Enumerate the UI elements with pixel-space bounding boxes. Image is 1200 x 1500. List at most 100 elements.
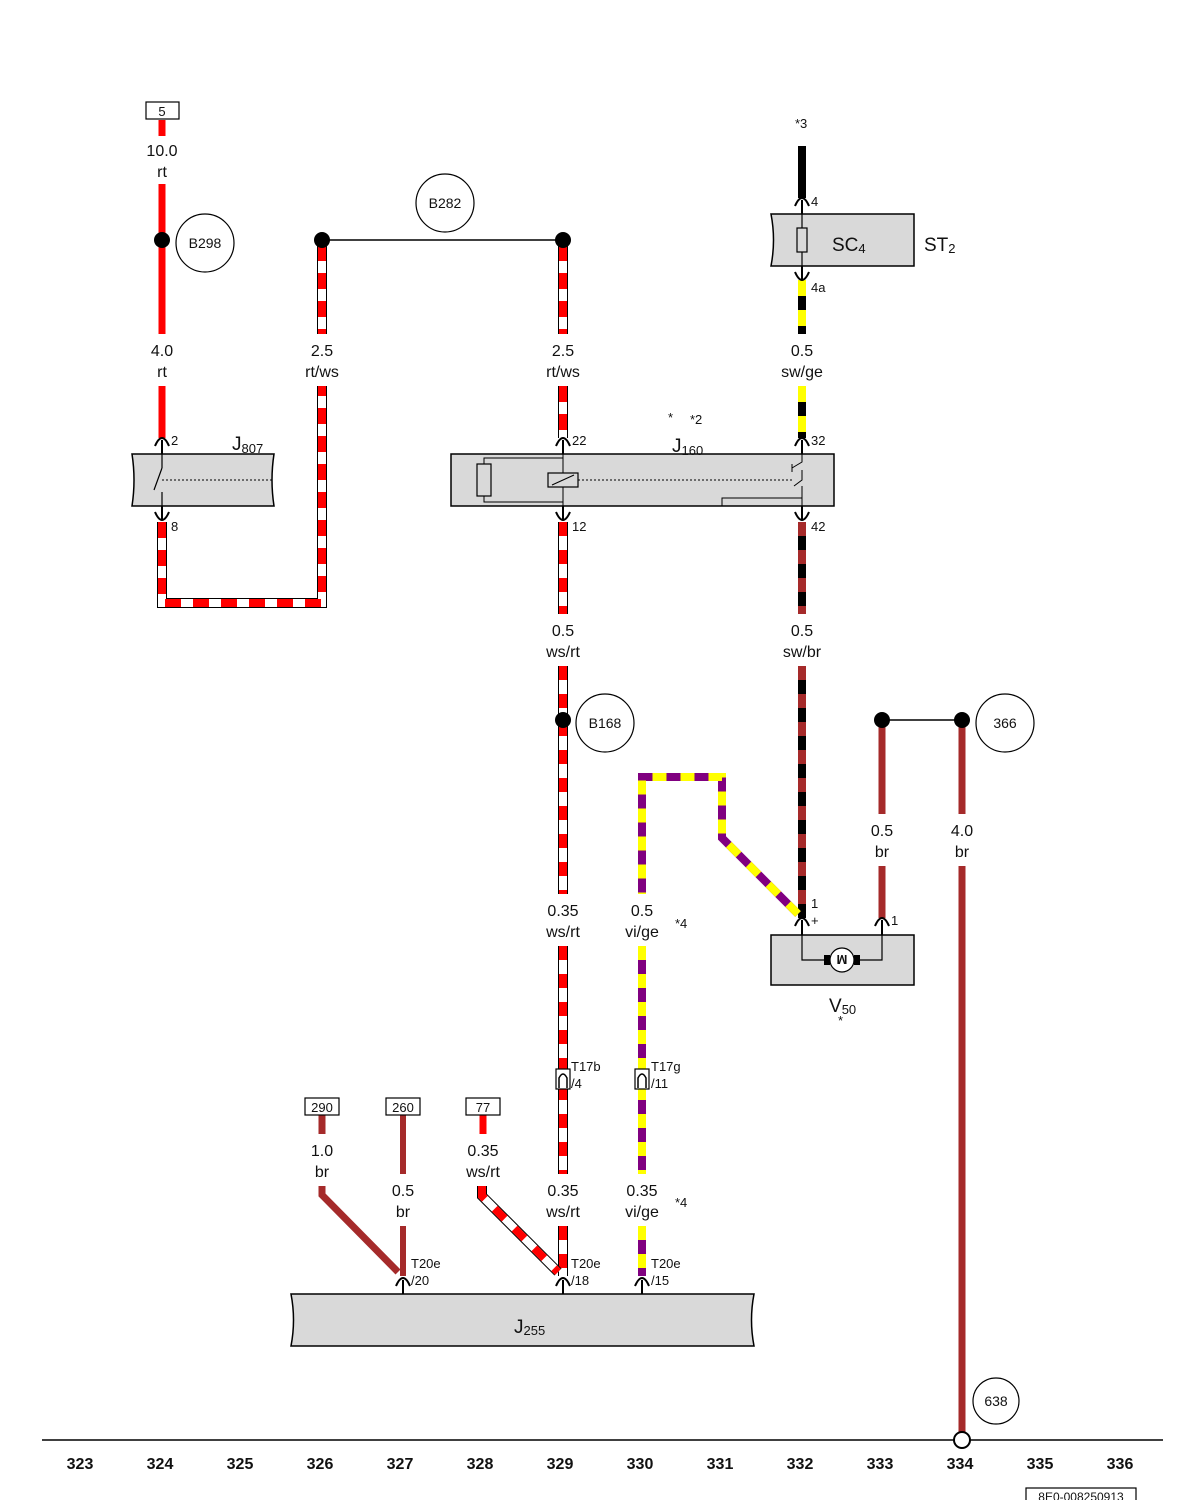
ref-box-77[interactable]: 77 (465, 1097, 501, 1116)
svg-text:32: 32 (811, 433, 825, 448)
column-number: 330 (627, 1456, 654, 1473)
svg-text:4.0: 4.0 (151, 343, 173, 360)
svg-text:1: 1 (891, 913, 898, 928)
control-unit-j255[interactable]: J255 (290, 1293, 755, 1347)
svg-text:T20e: T20e (651, 1256, 681, 1271)
svg-text:77: 77 (476, 1100, 490, 1115)
j255-label: J255 (514, 1317, 545, 1338)
svg-text:/4: /4 (571, 1076, 582, 1091)
svg-text:/11: /11 (651, 1076, 668, 1091)
wire-vi-ge-v50-to-j255[interactable] (638, 773, 801, 1276)
svg-text:0.35: 0.35 (547, 1183, 578, 1200)
circle-b298[interactable]: B298 (175, 213, 235, 273)
svg-text:0.35: 0.35 (467, 1143, 498, 1160)
column-number: 335 (1027, 1456, 1054, 1473)
svg-text:/18: /18 (571, 1273, 589, 1288)
svg-text:ws/rt: ws/rt (545, 924, 580, 941)
svg-text:ws/rt: ws/rt (545, 1204, 580, 1221)
ground-connection-point[interactable] (953, 1431, 971, 1449)
circle-b168[interactable]: B168 (575, 693, 635, 753)
svg-text:ws/rt: ws/rt (465, 1164, 500, 1181)
svg-text:2.5: 2.5 (552, 343, 574, 360)
column-number: 329 (547, 1456, 574, 1473)
column-number: 327 (387, 1456, 414, 1473)
svg-text:0.5: 0.5 (871, 823, 893, 840)
svg-text:br: br (396, 1204, 411, 1221)
svg-text:vi/ge: vi/ge (625, 924, 659, 941)
column-number: 328 (467, 1456, 494, 1473)
svg-text:4: 4 (811, 194, 818, 209)
column-number: 331 (707, 1456, 734, 1473)
junction-dots (154, 232, 970, 728)
svg-text:/15: /15 (651, 1273, 669, 1288)
fuse-sc4 (796, 227, 808, 253)
ref-box-260[interactable]: 260 (385, 1097, 421, 1116)
pin-labels: 2 8 22 32 12 42 4 4a 1 + 1 T17b /4 T17g … (171, 194, 898, 1288)
ref-box-5[interactable]: 5 (145, 101, 180, 120)
circle-b282[interactable]: B282 (415, 173, 475, 233)
wire-rt-ws-j807-loop[interactable] (157, 245, 327, 608)
svg-text:B168: B168 (589, 715, 622, 731)
svg-text:sw/br: sw/br (783, 644, 822, 661)
svg-text:10.0: 10.0 (146, 143, 177, 160)
fuse-holder-st2[interactable]: SC4 ST2 (770, 206, 956, 274)
svg-text:5: 5 (158, 104, 165, 119)
svg-text:*2: *2 (690, 412, 702, 427)
svg-text:+: + (811, 913, 819, 928)
wire-ws-rt-77-to-j255[interactable] (477, 1115, 562, 1276)
svg-text:*4: *4 (675, 1195, 687, 1210)
ref-box-290[interactable]: 290 (304, 1097, 340, 1116)
svg-text:*4: *4 (675, 916, 687, 931)
svg-text:vi/ge: vi/ge (625, 1204, 659, 1221)
svg-text:0.35: 0.35 (547, 903, 578, 920)
sc4-label: SC4 (832, 235, 866, 256)
circle-366[interactable]: 366 (975, 693, 1035, 753)
svg-text:rt: rt (157, 364, 167, 381)
connector-symbols (154, 197, 890, 1294)
svg-text:366: 366 (993, 715, 1017, 731)
svg-text:sw/ge: sw/ge (781, 364, 823, 381)
svg-text:12: 12 (572, 519, 586, 534)
column-number: 336 (1107, 1456, 1134, 1473)
st2-label: ST2 (924, 235, 956, 256)
svg-text:/20: /20 (411, 1273, 429, 1288)
footnote-markers: *3 * *2 *4 *4 (668, 116, 807, 1210)
svg-text:*: * (668, 410, 673, 425)
svg-text:0.5: 0.5 (791, 343, 813, 360)
connector-t17b[interactable] (555, 1068, 571, 1090)
wire-labels: 10.0 rt 4.0 rt 2.5 rt/ws 2.5 rt/ws 0.5 s… (146, 143, 973, 1221)
wire-br-290-to-j255[interactable] (318, 1115, 401, 1275)
svg-text:B282: B282 (429, 195, 462, 211)
svg-text:4a: 4a (811, 280, 826, 295)
motor-v50[interactable]: M V50 * (770, 924, 915, 1028)
relay-j160[interactable]: J160 (450, 436, 835, 516)
circle-638[interactable]: 638 (972, 1377, 1020, 1425)
relay-j807[interactable]: J807 (131, 434, 275, 512)
svg-text:2.5: 2.5 (311, 343, 333, 360)
column-number: 323 (67, 1456, 94, 1473)
svg-text:B298: B298 (189, 235, 222, 251)
svg-text:0.5: 0.5 (791, 623, 813, 640)
svg-text:T20e: T20e (571, 1256, 601, 1271)
svg-text:T17g: T17g (651, 1059, 681, 1074)
motor-icon (829, 947, 855, 973)
column-number: 333 (867, 1456, 894, 1473)
svg-text:4.0: 4.0 (951, 823, 973, 840)
svg-text:rt: rt (157, 164, 167, 181)
svg-text:1: 1 (811, 896, 818, 911)
svg-text:*3: *3 (795, 116, 807, 131)
svg-text:290: 290 (311, 1100, 333, 1115)
connector-t17g[interactable] (634, 1068, 650, 1090)
doc-code-text: 8E0-008250913 (1038, 1490, 1124, 1500)
svg-text:rt/ws: rt/ws (305, 364, 339, 381)
svg-text:2: 2 (171, 433, 178, 448)
svg-text:0.5: 0.5 (392, 1183, 414, 1200)
column-number: 325 (227, 1456, 254, 1473)
j160-label: J160 (672, 436, 703, 458)
j807-label: J807 (232, 434, 263, 456)
svg-text:42: 42 (811, 519, 825, 534)
svg-text:0.5: 0.5 (631, 903, 653, 920)
column-number: 334 (947, 1456, 974, 1473)
v50-label: V50 (829, 996, 856, 1017)
